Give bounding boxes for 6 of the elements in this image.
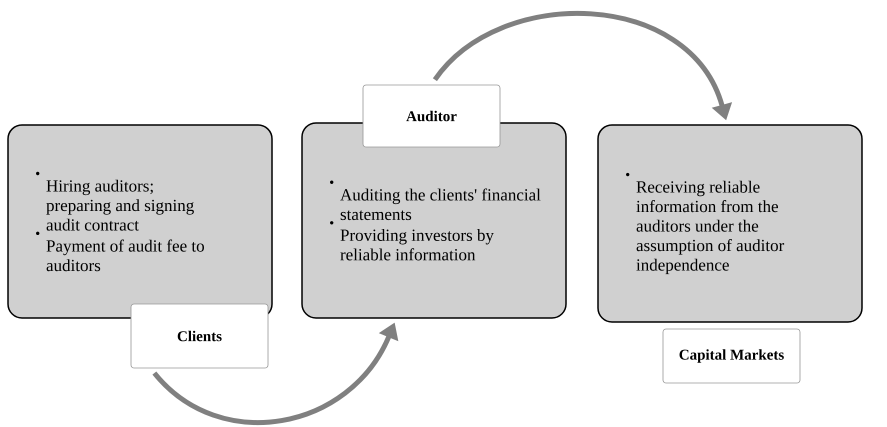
process-box: Hiring auditors; preparing and signing audit contract Payment of audit fee to auditors bbox=[7, 124, 273, 319]
process-box: Auditing the clients' financial statements Providing investors by reliable information bbox=[301, 122, 567, 319]
process-box: Receiving reliable information from the auditors under the assumption of auditor independence bbox=[597, 124, 863, 323]
label-box: Capital Markets bbox=[662, 328, 800, 384]
label-box: Clients bbox=[130, 304, 268, 368]
label-box: Auditor bbox=[362, 84, 500, 148]
